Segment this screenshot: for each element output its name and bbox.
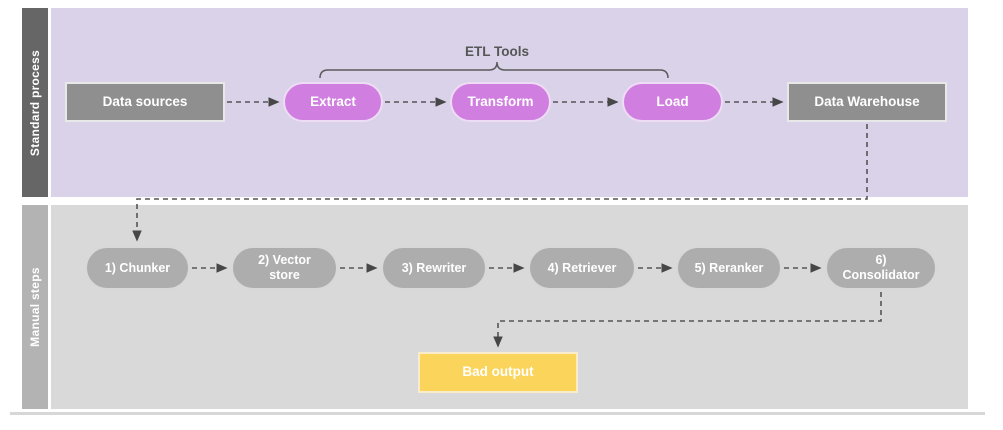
- node-extract: Extract: [283, 82, 383, 122]
- node-data-warehouse: Data Warehouse: [787, 82, 947, 122]
- node-data-sources: Data sources: [65, 82, 225, 122]
- node-load: Load: [622, 82, 723, 122]
- lane-label-manual-steps-text: Manual steps: [28, 267, 42, 347]
- node-reranker: 5) Reranker: [676, 246, 782, 290]
- lane-label-manual-steps: Manual steps: [22, 205, 48, 409]
- node-retriever: 4) Retriever: [528, 246, 636, 290]
- etl-tools-label: ETL Tools: [465, 44, 529, 59]
- bottom-divider: [10, 412, 985, 415]
- node-chunker: 1) Chunker: [85, 246, 190, 290]
- lane-label-standard-process: Standard process: [22, 8, 48, 197]
- node-vector-store: 2) Vector store: [231, 246, 338, 290]
- node-bad-output: Bad output: [418, 352, 578, 393]
- node-consolidator: 6) Consolidator: [825, 246, 937, 290]
- node-transform: Transform: [450, 82, 551, 122]
- node-rewriter: 3) Rewriter: [381, 246, 487, 290]
- lane-label-standard-process-text: Standard process: [28, 49, 42, 156]
